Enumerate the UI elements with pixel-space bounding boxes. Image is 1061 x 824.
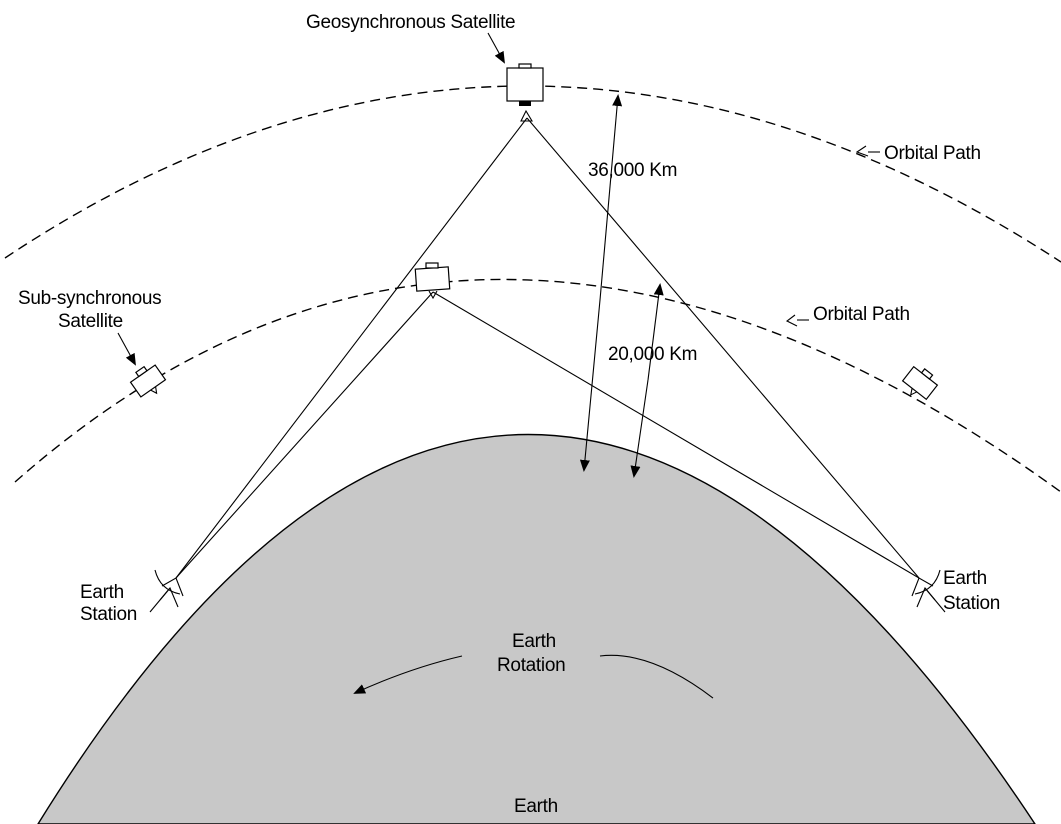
earth-station-left-icon xyxy=(149,569,184,613)
orbital-path-outer-label: Orbital Path xyxy=(884,143,981,164)
earth-rotation-arrowhead-line xyxy=(353,655,463,694)
earth-station-right-label-line1: Earth xyxy=(943,568,987,589)
sub-satellite-pointer-arrow xyxy=(117,332,136,366)
earth-rotation-label-line2: Rotation xyxy=(497,655,565,676)
sub-satellite-label-line1: Sub-synchronous xyxy=(18,288,161,309)
earth-station-right-label-line2: Station xyxy=(943,593,1000,614)
distance-arrow-sub-lower xyxy=(630,379,649,478)
distance-arrow-geo xyxy=(599,94,623,301)
distance-arrow-geo-lower xyxy=(579,299,601,472)
sub-satellite-top-icon xyxy=(414,262,451,300)
sub-satellite-right-icon xyxy=(901,365,939,401)
signal-lines xyxy=(175,117,920,579)
earth-body xyxy=(37,433,1036,824)
sub-satellite-label-line2: Satellite xyxy=(58,311,123,332)
geosynchronous-satellite-icon xyxy=(506,63,544,122)
distance-arrow-sub xyxy=(647,283,664,381)
geo-satellite-pointer-arrow xyxy=(487,32,505,64)
earth-rotation-label-line1: Earth xyxy=(512,631,556,652)
sub-satellite-left-icon xyxy=(129,364,167,398)
earth-station-right-icon xyxy=(911,569,946,613)
earth-station-left-label-line1: Earth xyxy=(80,582,124,603)
earth-station-left-label-line2: Station xyxy=(80,604,137,625)
orbital-path-inner-label: Orbital Path xyxy=(813,304,910,325)
earth-label: Earth xyxy=(514,796,558,817)
outer-orbital-path xyxy=(4,85,1061,263)
distance-label-sub: 20,000 Km xyxy=(608,344,697,365)
distance-label-geo: 36,000 Km xyxy=(588,160,677,181)
geo-satellite-label: Geosynchronous Satellite xyxy=(306,12,515,33)
inner-orbit-direction-marker xyxy=(785,314,798,327)
inner-orbital-path xyxy=(14,278,1061,493)
earth-rotation-arrow xyxy=(599,654,714,699)
outer-orbit-direction-marker xyxy=(855,145,869,157)
